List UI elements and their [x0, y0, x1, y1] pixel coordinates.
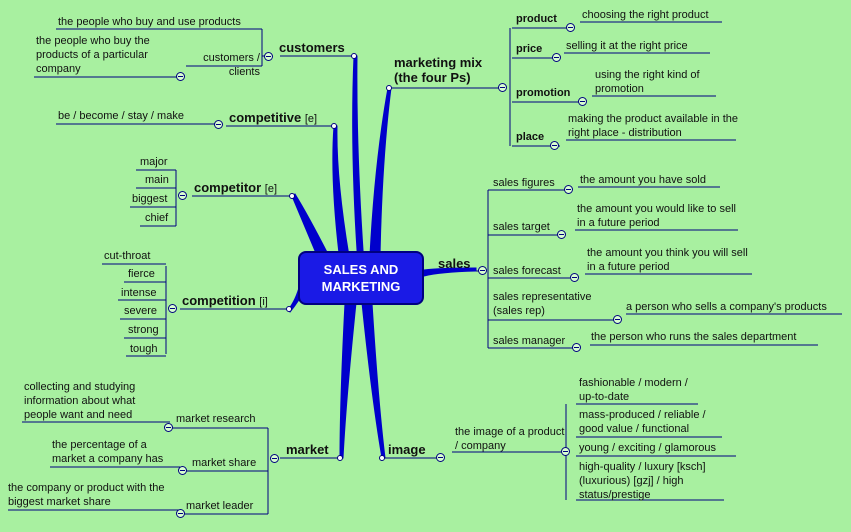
image-item: high-quality / luxury [ksch] (luxurious)… [579, 461, 706, 501]
competitor-title: competitor [194, 180, 262, 195]
collapse-toggle[interactable] [168, 304, 177, 313]
collapse-toggle[interactable] [176, 509, 185, 518]
collapse-toggle[interactable] [570, 273, 579, 282]
market-leader-label: market leader [186, 500, 254, 512]
image-sub: the image of a product / company [455, 426, 565, 452]
collapse-toggle[interactable] [566, 23, 575, 32]
collapse-toggle[interactable] [498, 83, 507, 92]
market-research-label: market research [176, 413, 256, 425]
sales-forecast-label: sales forecast [493, 265, 561, 277]
mix-price-def: selling it at the right price [566, 40, 688, 52]
collapse-toggle[interactable] [557, 230, 566, 239]
connector-dot [331, 123, 337, 129]
sales-figures-label: sales figures [493, 177, 555, 189]
competition-item: strong [128, 324, 159, 336]
sales-target-label: sales target [493, 221, 550, 233]
competition-item: severe [124, 305, 158, 317]
collapse-toggle[interactable] [561, 447, 570, 456]
customers-def1: the people who buy and use products [58, 16, 241, 28]
customers-def2: the people who buy the products of a par… [36, 35, 150, 75]
sales-forecast-def: the amount you think you will sell in a … [587, 247, 748, 273]
competitor-item: major [140, 156, 168, 168]
central-topic-line2: MARKETING [321, 279, 401, 294]
competition-item: tough [130, 343, 158, 355]
collapse-toggle[interactable] [270, 454, 279, 463]
collapse-toggle[interactable] [564, 185, 573, 194]
collapse-toggle[interactable] [436, 453, 445, 462]
competition-title: competition [182, 293, 256, 308]
competition-tag: [i] [259, 296, 268, 308]
competitive-tag: [e] [304, 113, 318, 125]
collapse-toggle[interactable] [578, 97, 587, 106]
competitor-tag: [e] [264, 183, 278, 195]
mix-place-label: place [516, 131, 545, 143]
mix-promotion-label: promotion [516, 87, 571, 99]
branch-competition[interactable]: competition [i] [182, 293, 268, 310]
sales-manager-label: sales manager [493, 335, 566, 347]
competition-item: fierce [128, 268, 155, 280]
branch-marketing-mix[interactable]: marketing mix (the four Ps) [394, 55, 483, 85]
sales-rep-label: sales representative (sales rep) [493, 291, 592, 317]
sales-target-def: the amount you would like to sell in a f… [577, 203, 736, 229]
sales-figures-def: the amount you have sold [580, 174, 706, 186]
branch-competitor[interactable]: competitor [e] [194, 180, 277, 197]
market-research-def: collecting and studying information abou… [24, 381, 136, 421]
collapse-toggle[interactable] [552, 53, 561, 62]
mix-price-label: price [516, 43, 543, 55]
central-topic-line1: SALES AND [323, 262, 399, 277]
collapse-toggle[interactable] [550, 141, 559, 150]
competitor-item: main [145, 174, 169, 186]
collapse-toggle[interactable] [264, 52, 273, 61]
collapse-toggle[interactable] [478, 266, 487, 275]
mix-promotion-def: using the right kind of promotion [595, 69, 700, 95]
competition-item: cut-throat [104, 250, 151, 262]
competitive-collocates: be / become / stay / make [58, 110, 184, 122]
connector-dot [379, 455, 385, 461]
collapse-toggle[interactable] [214, 120, 223, 129]
sales-manager-def: the person who runs the sales department [591, 331, 797, 343]
collapse-toggle[interactable] [178, 466, 187, 475]
connector-dot [286, 306, 292, 312]
central-topic[interactable]: SALES AND MARKETING [298, 251, 424, 305]
branch-competitive[interactable]: competitive [e] [229, 110, 317, 127]
connector-dot [289, 193, 295, 199]
collapse-toggle[interactable] [176, 72, 185, 81]
competitor-item: biggest [132, 193, 168, 205]
branch-image[interactable]: image [388, 442, 426, 457]
collapse-toggle[interactable] [178, 191, 187, 200]
competitor-item: chief [145, 212, 169, 224]
collapse-toggle[interactable] [164, 423, 173, 432]
mix-product-def: choosing the right product [582, 9, 709, 21]
connector-dot [337, 455, 343, 461]
competitive-title: competitive [229, 110, 302, 125]
branch-customers[interactable]: customers [279, 40, 345, 55]
image-item: young / exciting / glamorous [579, 442, 716, 454]
connector-dot [351, 53, 357, 59]
market-leader-def: the company or product with the biggest … [8, 482, 165, 508]
mix-product-label: product [516, 13, 557, 25]
branch-market[interactable]: market [286, 442, 329, 457]
branch-sales[interactable]: sales [438, 256, 471, 271]
image-item: fashionable / modern / up-to-date [579, 377, 688, 403]
connector-dot [386, 85, 392, 91]
market-share-def: the percentage of a market a company has [52, 439, 164, 465]
collapse-toggle[interactable] [613, 315, 622, 324]
competition-item: intense [121, 287, 157, 299]
market-share-label: market share [192, 457, 257, 469]
customers-sub: customers / clients [203, 52, 260, 78]
mix-place-def: making the product available in the righ… [568, 113, 738, 139]
image-item: mass-produced / reliable / good value / … [579, 409, 706, 435]
collapse-toggle[interactable] [572, 343, 581, 352]
sales-rep-def: a person who sells a company's products [626, 301, 827, 313]
